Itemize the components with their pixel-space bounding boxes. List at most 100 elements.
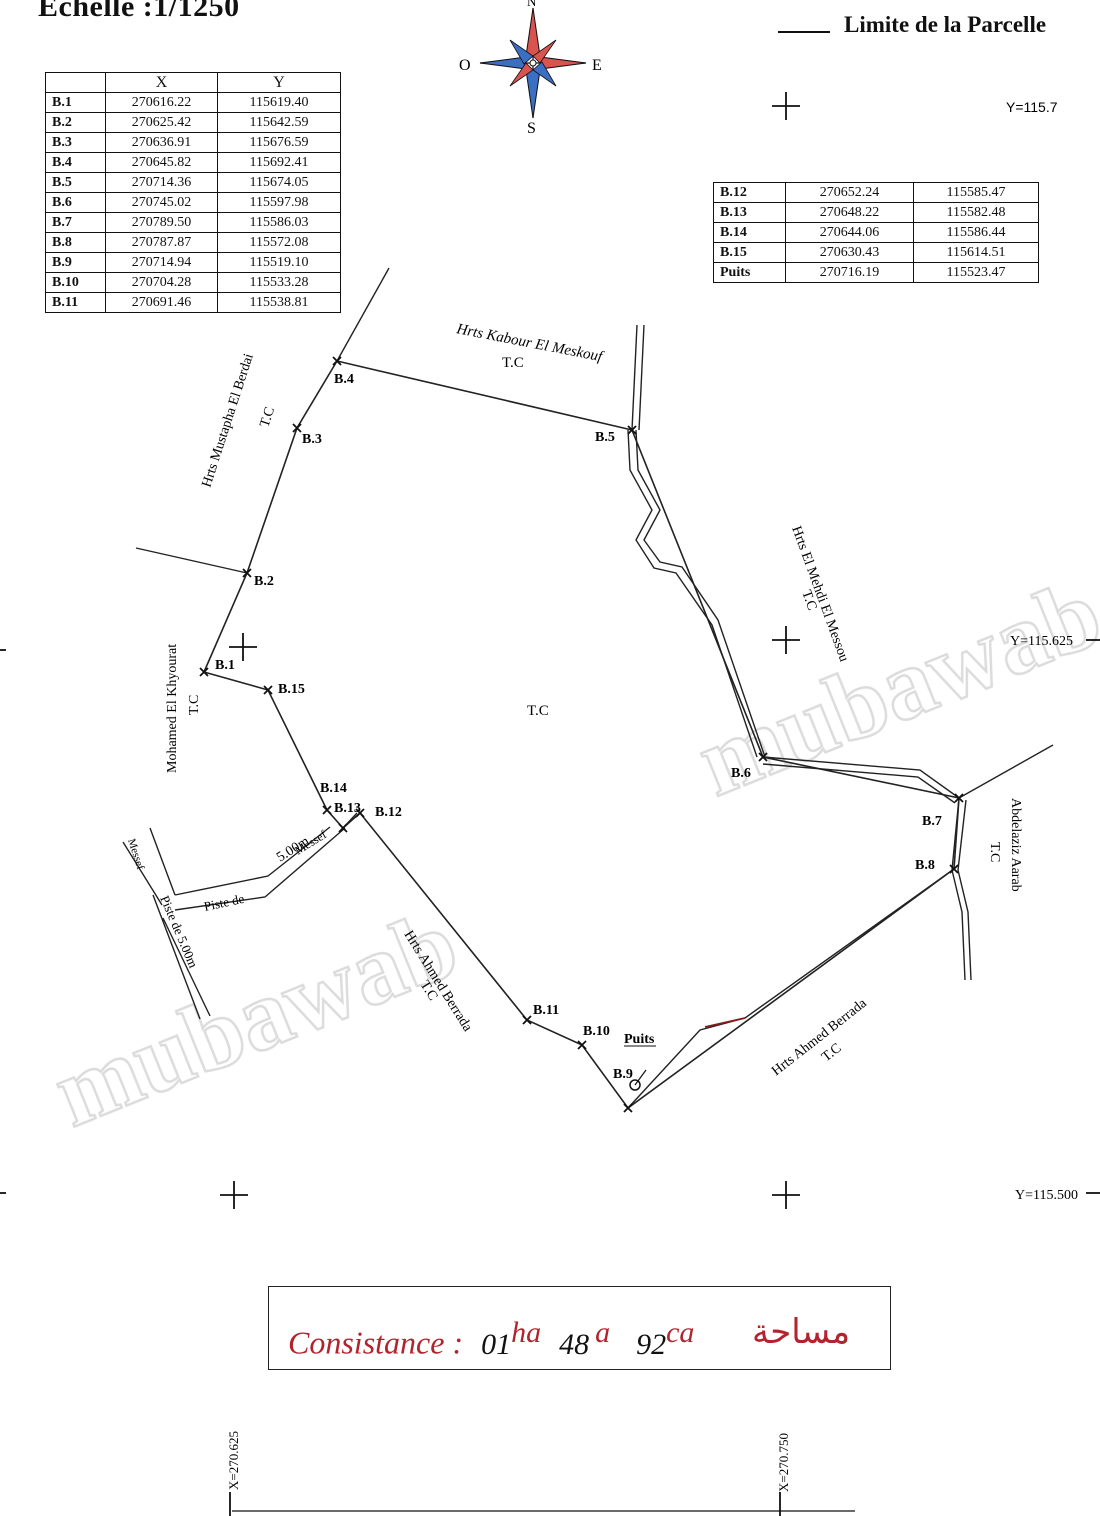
legend-line-symbol <box>778 31 830 33</box>
road-label-1: Piste de <box>203 891 246 914</box>
y-coordinate-cell: 115674.05 <box>217 172 341 193</box>
vertex-label: B.15 <box>278 682 305 697</box>
well-pointer <box>634 1069 647 1086</box>
point-name-cell: B.11 <box>45 292 106 313</box>
vertex-label: B.2 <box>254 574 274 589</box>
grid-label-y-top: Y=115.7 <box>1006 99 1058 115</box>
messef-label-2: Messef <box>125 837 146 871</box>
grid-label-y-bottom: Y=115.500 <box>1015 1188 1078 1203</box>
y-coordinate-cell: 115538.81 <box>217 292 341 313</box>
y-coordinate-cell: 115523.47 <box>913 262 1039 283</box>
consistance-ca-value: 92 <box>636 1327 667 1361</box>
x-coordinate-cell: 270630.43 <box>785 242 914 263</box>
neighbor-north: Hrts Kabour El Meskouf <box>454 321 605 365</box>
legend-label: Limite de la Parcelle <box>844 12 1047 37</box>
messef-label-1: Messef <box>292 827 329 857</box>
compass-rose-icon: N S E O <box>459 0 602 137</box>
vertex-labels: B.1 B.2 B.3 B.4 B.5 B.6 B.7 B.8 B.9 B.10… <box>215 372 942 1082</box>
point-name-cell: B.4 <box>45 152 106 173</box>
grid-label-y-mid: Y=115.625 <box>1010 634 1073 649</box>
vertex-label: B.7 <box>922 814 942 829</box>
scale-label: Echelle :1/1250 <box>38 0 240 23</box>
vertex-label: B.4 <box>334 372 354 387</box>
point-name-cell: B.9 <box>45 252 106 273</box>
x-coordinate-cell: 270625.42 <box>105 112 218 133</box>
y-coordinate-cell: 115572.08 <box>217 232 341 253</box>
point-name-cell: B.15 <box>713 242 786 263</box>
vertex-label: B.9 <box>613 1067 633 1082</box>
neighbor-east-tc: T.C <box>798 588 819 612</box>
vertex-label: B.14 <box>320 781 347 796</box>
y-coordinate-cell: 115676.59 <box>217 132 341 153</box>
x-coordinate-cell: 270714.94 <box>105 252 218 273</box>
vertex-label: B.13 <box>334 801 361 816</box>
grid-label-x-right: X=270.750 <box>776 1433 791 1492</box>
consistance-box <box>268 1286 891 1370</box>
consistance-a-value: 48 <box>559 1327 590 1361</box>
x-coordinate-cell: 270716.19 <box>785 262 914 283</box>
x-coordinate-cell: 270691.46 <box>105 292 218 313</box>
neighbor-north-tc: T.C <box>502 355 524 371</box>
neighbor-northwest: Hrts Mustapha El Berdai <box>200 352 257 489</box>
road-label-2: Piste de 5.00m <box>157 893 201 970</box>
vertex-label: B.1 <box>215 658 235 673</box>
well-icon <box>629 1079 641 1091</box>
x-coordinate-cell: 270787.87 <box>105 232 218 253</box>
consistance-ca-unit: ca <box>666 1316 695 1349</box>
point-name-cell: Puits <box>713 262 786 283</box>
consistance-title: Consistance : <box>288 1324 464 1361</box>
vertex-label: B.5 <box>595 430 615 445</box>
neighbor-far-east: Abdelaziz Aarab <box>1008 798 1023 892</box>
watermark: mubawab mubawab <box>37 555 1100 1149</box>
vertex-label: B.3 <box>302 432 322 447</box>
vertex-markers <box>199 356 964 1113</box>
parcel-label: T.C <box>527 703 549 719</box>
x-coordinate-cell: 270645.82 <box>105 152 218 173</box>
compass-north: N <box>527 0 537 9</box>
y-coordinate-cell: 115533.28 <box>217 272 341 293</box>
x-coordinate-cell: 270648.22 <box>785 202 914 223</box>
neighbor-west-tc: T.C <box>187 695 202 715</box>
point-name-cell: B.6 <box>45 192 106 213</box>
vertex-label: B.6 <box>731 766 751 781</box>
neighbor-northwest-tc: T.C <box>258 405 279 429</box>
compass-east: E <box>592 57 602 74</box>
neighbor-east: Hrts El Mehdi El Messou <box>788 524 851 664</box>
grid-crosses <box>0 92 1100 1516</box>
neighbor-far-east-tc: T.C <box>987 842 1002 862</box>
grid-label-x-left: X=270.625 <box>226 1431 241 1490</box>
compass-south: S <box>527 120 536 137</box>
compass-west: O <box>459 57 471 74</box>
well-label: Puits <box>624 1032 655 1047</box>
y-coordinate-cell: 115519.10 <box>217 252 341 273</box>
consistance-arabic: مساحة <box>752 1312 851 1352</box>
vertex-label: B.12 <box>375 805 402 820</box>
x-coordinate-cell: 270714.36 <box>105 172 218 193</box>
neighbor-west: Mohamed El Khyourat <box>165 644 180 773</box>
neighbor-southeast: Hrts Ahmed Berrada <box>769 996 870 1080</box>
vertex-label: B.8 <box>915 858 935 873</box>
vertex-label: B.11 <box>533 1003 559 1018</box>
table-header-row: X Y <box>45 72 341 93</box>
consistance-a-unit: a <box>595 1316 611 1349</box>
consistance-ha-unit: ha <box>511 1316 542 1349</box>
neighbor-southeast-tc: T.C <box>819 1041 844 1065</box>
vertex-label: B.10 <box>583 1024 610 1039</box>
point-name-cell: B.10 <box>45 272 106 293</box>
parcel-boundary <box>203 360 960 1110</box>
